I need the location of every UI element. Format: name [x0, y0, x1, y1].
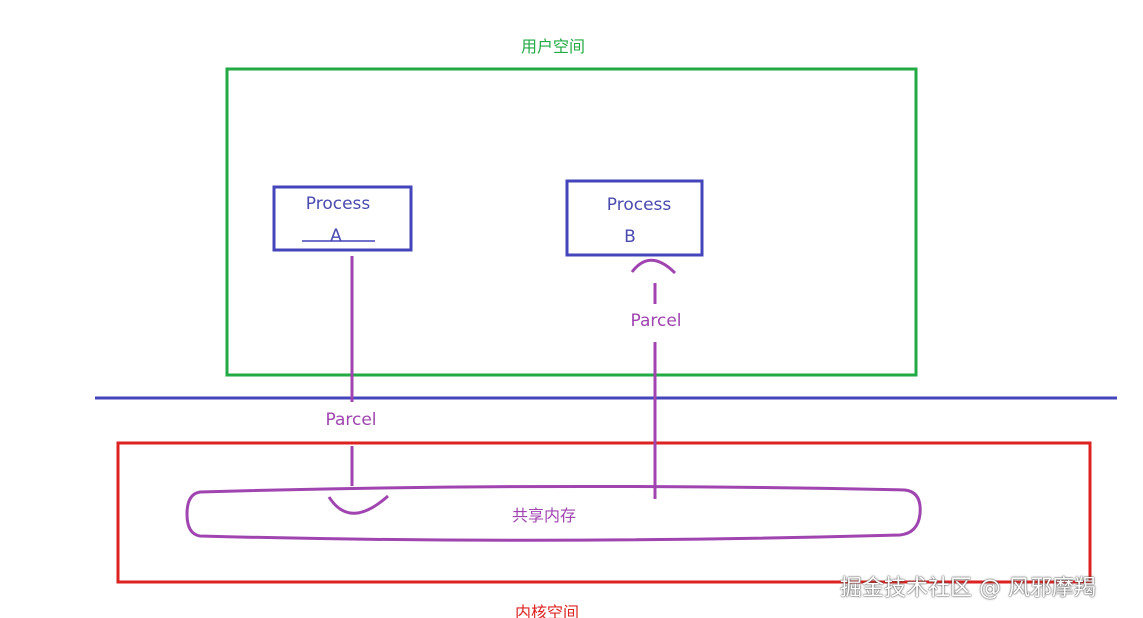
- user-space-label: 用户空间: [521, 37, 585, 56]
- kernel-space-box: [116, 441, 1092, 584]
- kernel-space-label: 内核空间: [515, 603, 579, 618]
- shared-memory-shape: [185, 484, 922, 542]
- flow-a-label: Parcel: [325, 410, 376, 430]
- flow-b-label: Parcel: [630, 311, 681, 331]
- user-space-box: [225, 67, 918, 377]
- process-b-title: Process: [607, 195, 672, 215]
- process-a-box: [272, 185, 413, 252]
- flow-a-arrowhead: [327, 494, 389, 515]
- process-a-title: Process: [306, 194, 371, 214]
- process-b-name: B: [624, 227, 636, 247]
- shared-memory-label: 共享内存: [512, 506, 576, 525]
- process-a-name: A: [330, 226, 342, 246]
- process-b-box: [565, 179, 704, 257]
- flow-b-arrowhead: [630, 258, 677, 275]
- watermark: 掘金技术社区 @ 风邪摩羯: [840, 576, 1096, 601]
